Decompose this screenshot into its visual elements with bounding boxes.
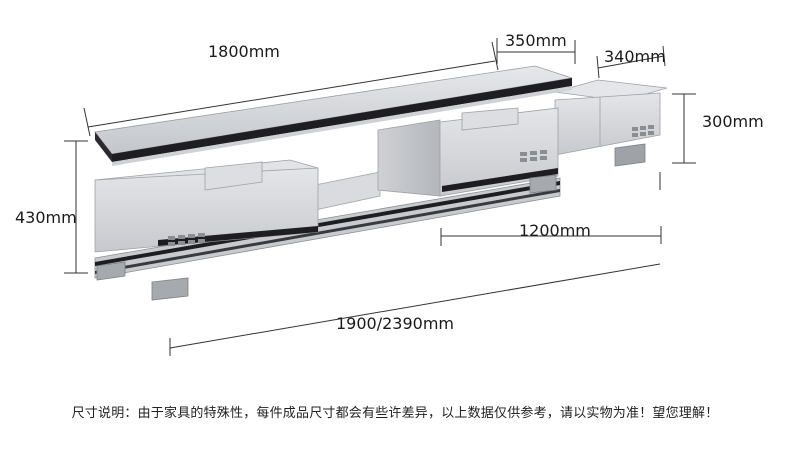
main-cabinet <box>94 107 561 301</box>
size-disclaimer-note: 尺寸说明：由于家具的特殊性，每件成品尺寸都会有些许差异，以上数据仅供参考，请以实… <box>71 406 719 421</box>
glass-top-shelf <box>94 65 573 191</box>
cabinet-foot <box>96 261 126 281</box>
dim-label-total-height: 430mm <box>15 208 77 227</box>
dim-label-extension-depth: 340mm <box>604 47 666 66</box>
dim-label-total-length: 1900/2390mm <box>336 314 454 333</box>
support-block <box>204 161 263 191</box>
extension-cabinet <box>554 79 668 167</box>
dimension-lines <box>64 38 696 356</box>
support-block <box>461 107 519 131</box>
vent-grille <box>632 125 654 137</box>
glass-top-front-edge <box>112 78 572 162</box>
cabinet-foot <box>151 277 189 301</box>
dim-line-total-length <box>169 263 661 349</box>
dim-line-top-length <box>87 60 496 128</box>
dim-label-top-length: 1800mm <box>208 42 280 61</box>
dim-label-top-depth: 350mm <box>505 31 567 50</box>
extension-leg <box>614 143 646 167</box>
right-unit-side <box>377 119 441 197</box>
open-shelf-back <box>314 171 381 211</box>
dim-line-extension-depth <box>597 55 665 69</box>
cabinet-foot <box>529 174 557 194</box>
glass-top-edge <box>95 132 112 162</box>
dim-label-extension-height: 300mm <box>702 112 764 131</box>
dim-label-extension-length: 1200mm <box>519 221 591 240</box>
vent-grille <box>168 233 205 246</box>
vent-grille <box>520 150 547 162</box>
